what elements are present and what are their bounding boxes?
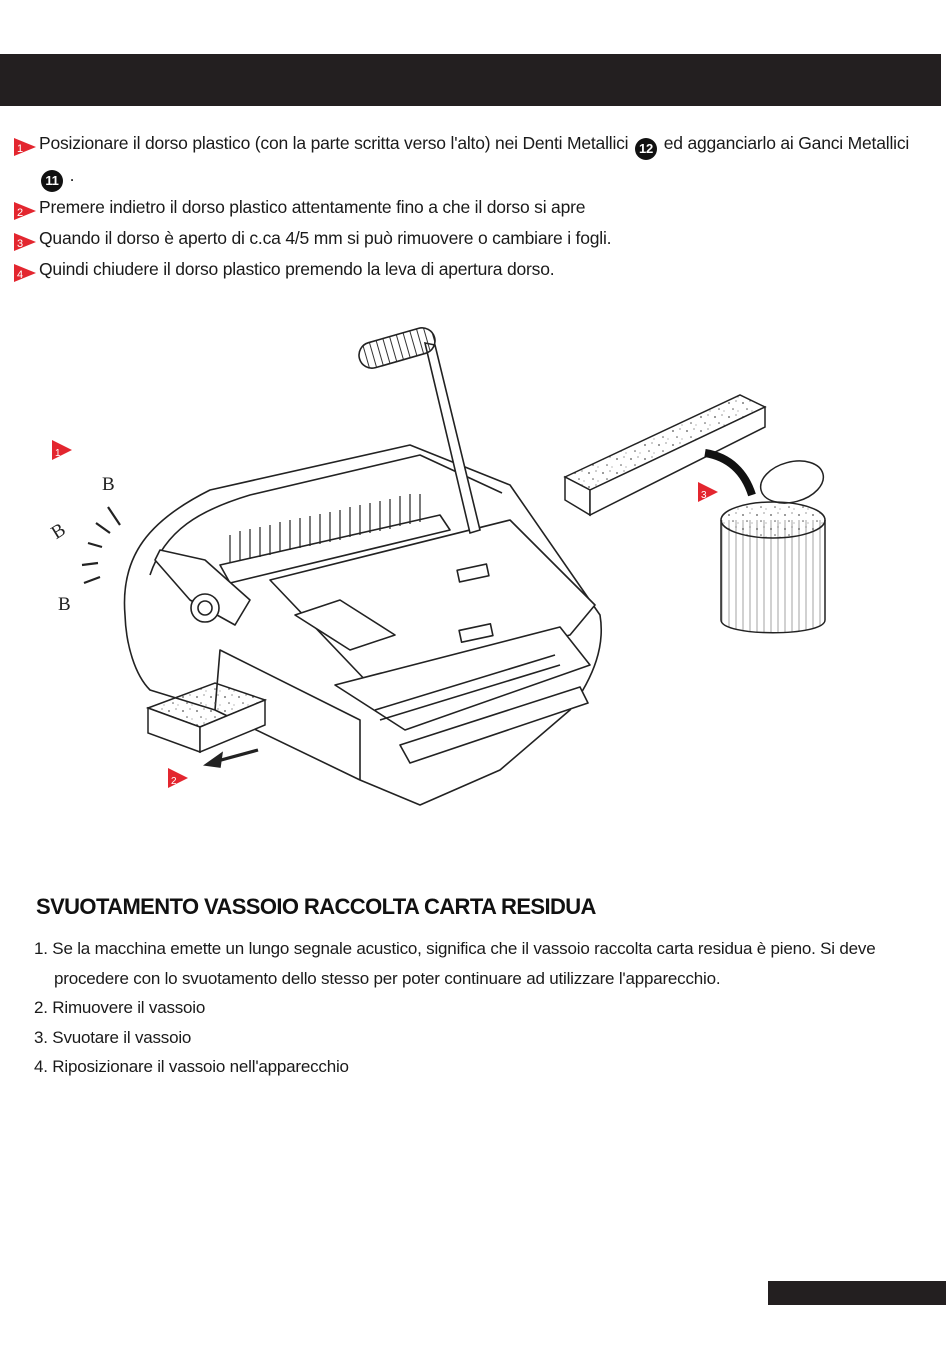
figure-marker-1: 1 (52, 440, 72, 460)
step-marker-2: 2 (14, 202, 36, 220)
list-item: 3. Svuotare il vassoio (34, 1027, 192, 1047)
sound-lines (81, 506, 121, 585)
list-item: 4. Riposizionare il vassoio nell'apparec… (34, 1057, 349, 1076)
svg-text:2: 2 (17, 207, 23, 219)
step-4: 4 Quindi chiudere il dorso plastico prem… (14, 254, 934, 285)
handle (358, 327, 481, 535)
step-3: 3 Quando il dorso è aperto di c.ca 4/5 m… (14, 223, 934, 254)
waste-bin (720, 460, 826, 634)
figure-marker-3: 3 (698, 482, 718, 502)
svg-text:4: 4 (17, 269, 23, 281)
step-1-text-b: ed agganciarlo ai Ganci Metallici (663, 133, 910, 153)
step-2: 2 Premere indietro il dorso plastico att… (14, 192, 934, 223)
sound-letter-1: B (102, 474, 115, 495)
list-item: 1. Se la macchina emette un lungo segnal… (34, 939, 876, 988)
waste-tray-pulled (145, 682, 268, 768)
svg-text:3: 3 (17, 238, 23, 250)
section-title: SVUOTAMENTO VASSOIO RACCOLTA CARTA RESID… (36, 894, 596, 919)
step-marker-4: 4 (14, 264, 36, 282)
step-marker-1: 1 (14, 138, 36, 156)
step-1: 1 Posizionare il dorso plastico (con la … (14, 128, 934, 192)
list-item: 2. Rimuovere il vassoio (34, 998, 206, 1017)
emptying-steps-list: 1. Se la macchina emette un lungo segnal… (34, 934, 924, 1082)
step-2-text: Premere indietro il dorso plastico atten… (39, 197, 586, 217)
step-1-text-c: . (69, 165, 75, 185)
binding-machine-illustration: B B B 1 2 3 (48, 327, 826, 806)
svg-text:1: 1 (55, 448, 61, 459)
svg-text:1: 1 (17, 143, 23, 155)
metal-teeth (229, 494, 421, 563)
waste-tray-emptying (563, 394, 767, 517)
svg-text:3: 3 (701, 490, 707, 501)
step-3-text: Quando il dorso è aperto di c.ca 4/5 mm … (39, 228, 612, 248)
step-marker-3: 3 (14, 233, 36, 251)
sound-letter-3: B (58, 594, 71, 615)
emptying-arrow (704, 449, 756, 497)
header-bar (0, 54, 941, 106)
step-4-text: Quindi chiudere il dorso plastico premen… (39, 259, 555, 279)
ref-number-12: 12 (635, 138, 658, 160)
sound-letter-2: B (48, 519, 70, 544)
footer-bar (768, 1281, 946, 1305)
figure-marker-2: 2 (168, 768, 188, 788)
step-1-text-a: Posizionare il dorso plastico (con la pa… (39, 133, 629, 153)
svg-text:2: 2 (171, 776, 177, 787)
ref-number-11: 11 (41, 170, 63, 192)
instruction-steps: 1 Posizionare il dorso plastico (con la … (14, 128, 934, 285)
